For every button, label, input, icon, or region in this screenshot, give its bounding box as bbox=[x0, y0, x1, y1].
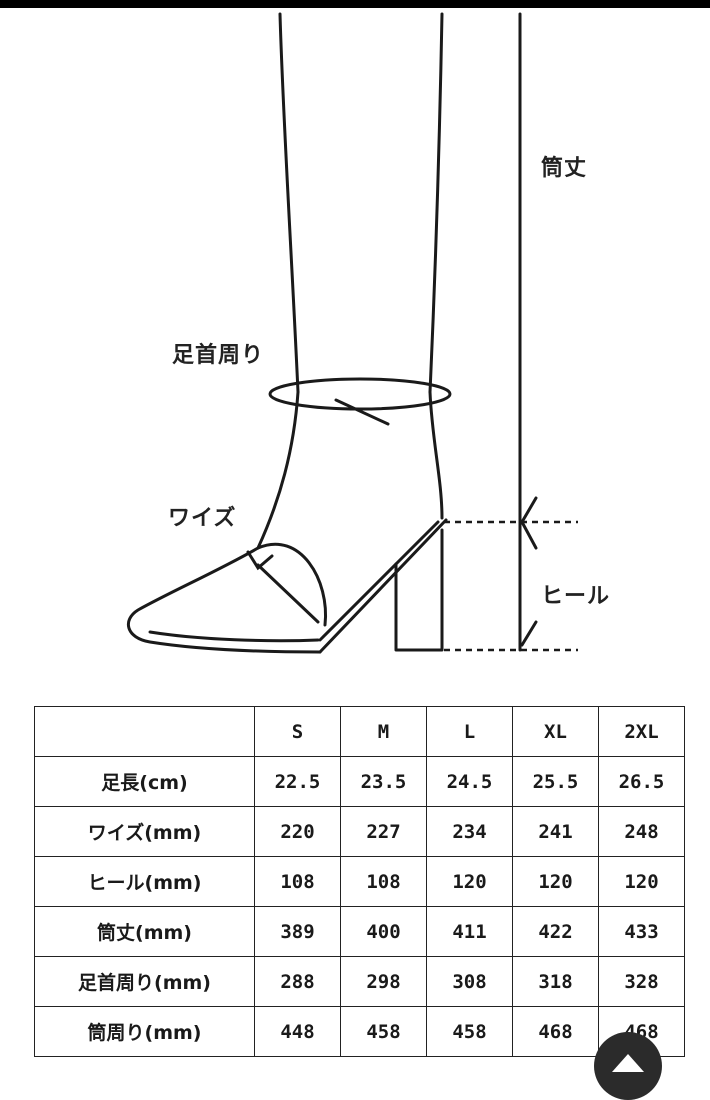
table-cell: 298 bbox=[340, 956, 427, 1007]
table-row: ワイズ(mm) 220 227 234 241 248 bbox=[34, 806, 685, 857]
table-cell: 308 bbox=[426, 956, 513, 1007]
table-cell: 389 bbox=[254, 906, 341, 957]
table-cell: 26.5 bbox=[598, 756, 685, 807]
table-cell: 458 bbox=[340, 1006, 427, 1057]
table-cell: 120 bbox=[512, 856, 599, 907]
table-cell: 234 bbox=[426, 806, 513, 857]
table-row: 筒丈(mm) 389 400 411 422 433 bbox=[34, 906, 685, 957]
row-label: 筒周り(mm) bbox=[34, 1006, 255, 1057]
table-cell: 227 bbox=[340, 806, 427, 857]
table-row: 足首周り(mm) 288 298 308 318 328 bbox=[34, 956, 685, 1007]
size-table: S M L XL 2XL 足長(cm) 22.5 23.5 24.5 25.5 … bbox=[34, 706, 685, 1057]
table-cell: 318 bbox=[512, 956, 599, 1007]
row-label: ヒール(mm) bbox=[34, 856, 255, 907]
table-row: ヒール(mm) 108 108 120 120 120 bbox=[34, 856, 685, 907]
table-cell: 24.5 bbox=[426, 756, 513, 807]
table-cell: 22.5 bbox=[254, 756, 341, 807]
table-cell: 108 bbox=[254, 856, 341, 907]
top-bar bbox=[0, 0, 710, 8]
width-label: ワイズ bbox=[168, 506, 237, 531]
table-header-cell: M bbox=[340, 706, 427, 757]
table-cell: 120 bbox=[426, 856, 513, 907]
table-cell: 400 bbox=[340, 906, 427, 957]
table-row: 足長(cm) 22.5 23.5 24.5 25.5 26.5 bbox=[34, 756, 685, 807]
table-row: 筒周り(mm) 448 458 458 468 468 bbox=[34, 1006, 685, 1057]
chevron-up-icon bbox=[612, 1054, 644, 1072]
table-cell: 411 bbox=[426, 906, 513, 957]
boot-illustration bbox=[126, 12, 578, 654]
table-cell: 422 bbox=[512, 906, 599, 957]
row-label: ワイズ(mm) bbox=[34, 806, 255, 857]
table-header-cell: L bbox=[426, 706, 513, 757]
scroll-top-button[interactable] bbox=[594, 1032, 662, 1100]
table-cell: 23.5 bbox=[340, 756, 427, 807]
table-cell: 25.5 bbox=[512, 756, 599, 807]
table-cell: 108 bbox=[340, 856, 427, 907]
row-label: 足首周り(mm) bbox=[34, 956, 255, 1007]
table-header-row: S M L XL 2XL bbox=[34, 706, 685, 757]
heel-label: ヒール bbox=[541, 584, 611, 609]
table-header-cell: 2XL bbox=[598, 706, 685, 757]
table-cell: 468 bbox=[512, 1006, 599, 1057]
table-cell: 220 bbox=[254, 806, 341, 857]
table-cell: 328 bbox=[598, 956, 685, 1007]
table-header-cell: S bbox=[254, 706, 341, 757]
row-label: 足長(cm) bbox=[34, 756, 255, 807]
table-cell: 288 bbox=[254, 956, 341, 1007]
table-cell: 448 bbox=[254, 1006, 341, 1057]
table-cell: 248 bbox=[598, 806, 685, 857]
table-cell: 241 bbox=[512, 806, 599, 857]
row-label: 筒丈(mm) bbox=[34, 906, 255, 957]
table-header-cell bbox=[34, 706, 255, 757]
ankle-circumference-label: 足首周り bbox=[172, 343, 265, 368]
table-cell: 433 bbox=[598, 906, 685, 957]
table-cell: 120 bbox=[598, 856, 685, 907]
shaft-height-label: 筒丈 bbox=[541, 156, 588, 181]
table-header-cell: XL bbox=[512, 706, 599, 757]
table-cell: 458 bbox=[426, 1006, 513, 1057]
